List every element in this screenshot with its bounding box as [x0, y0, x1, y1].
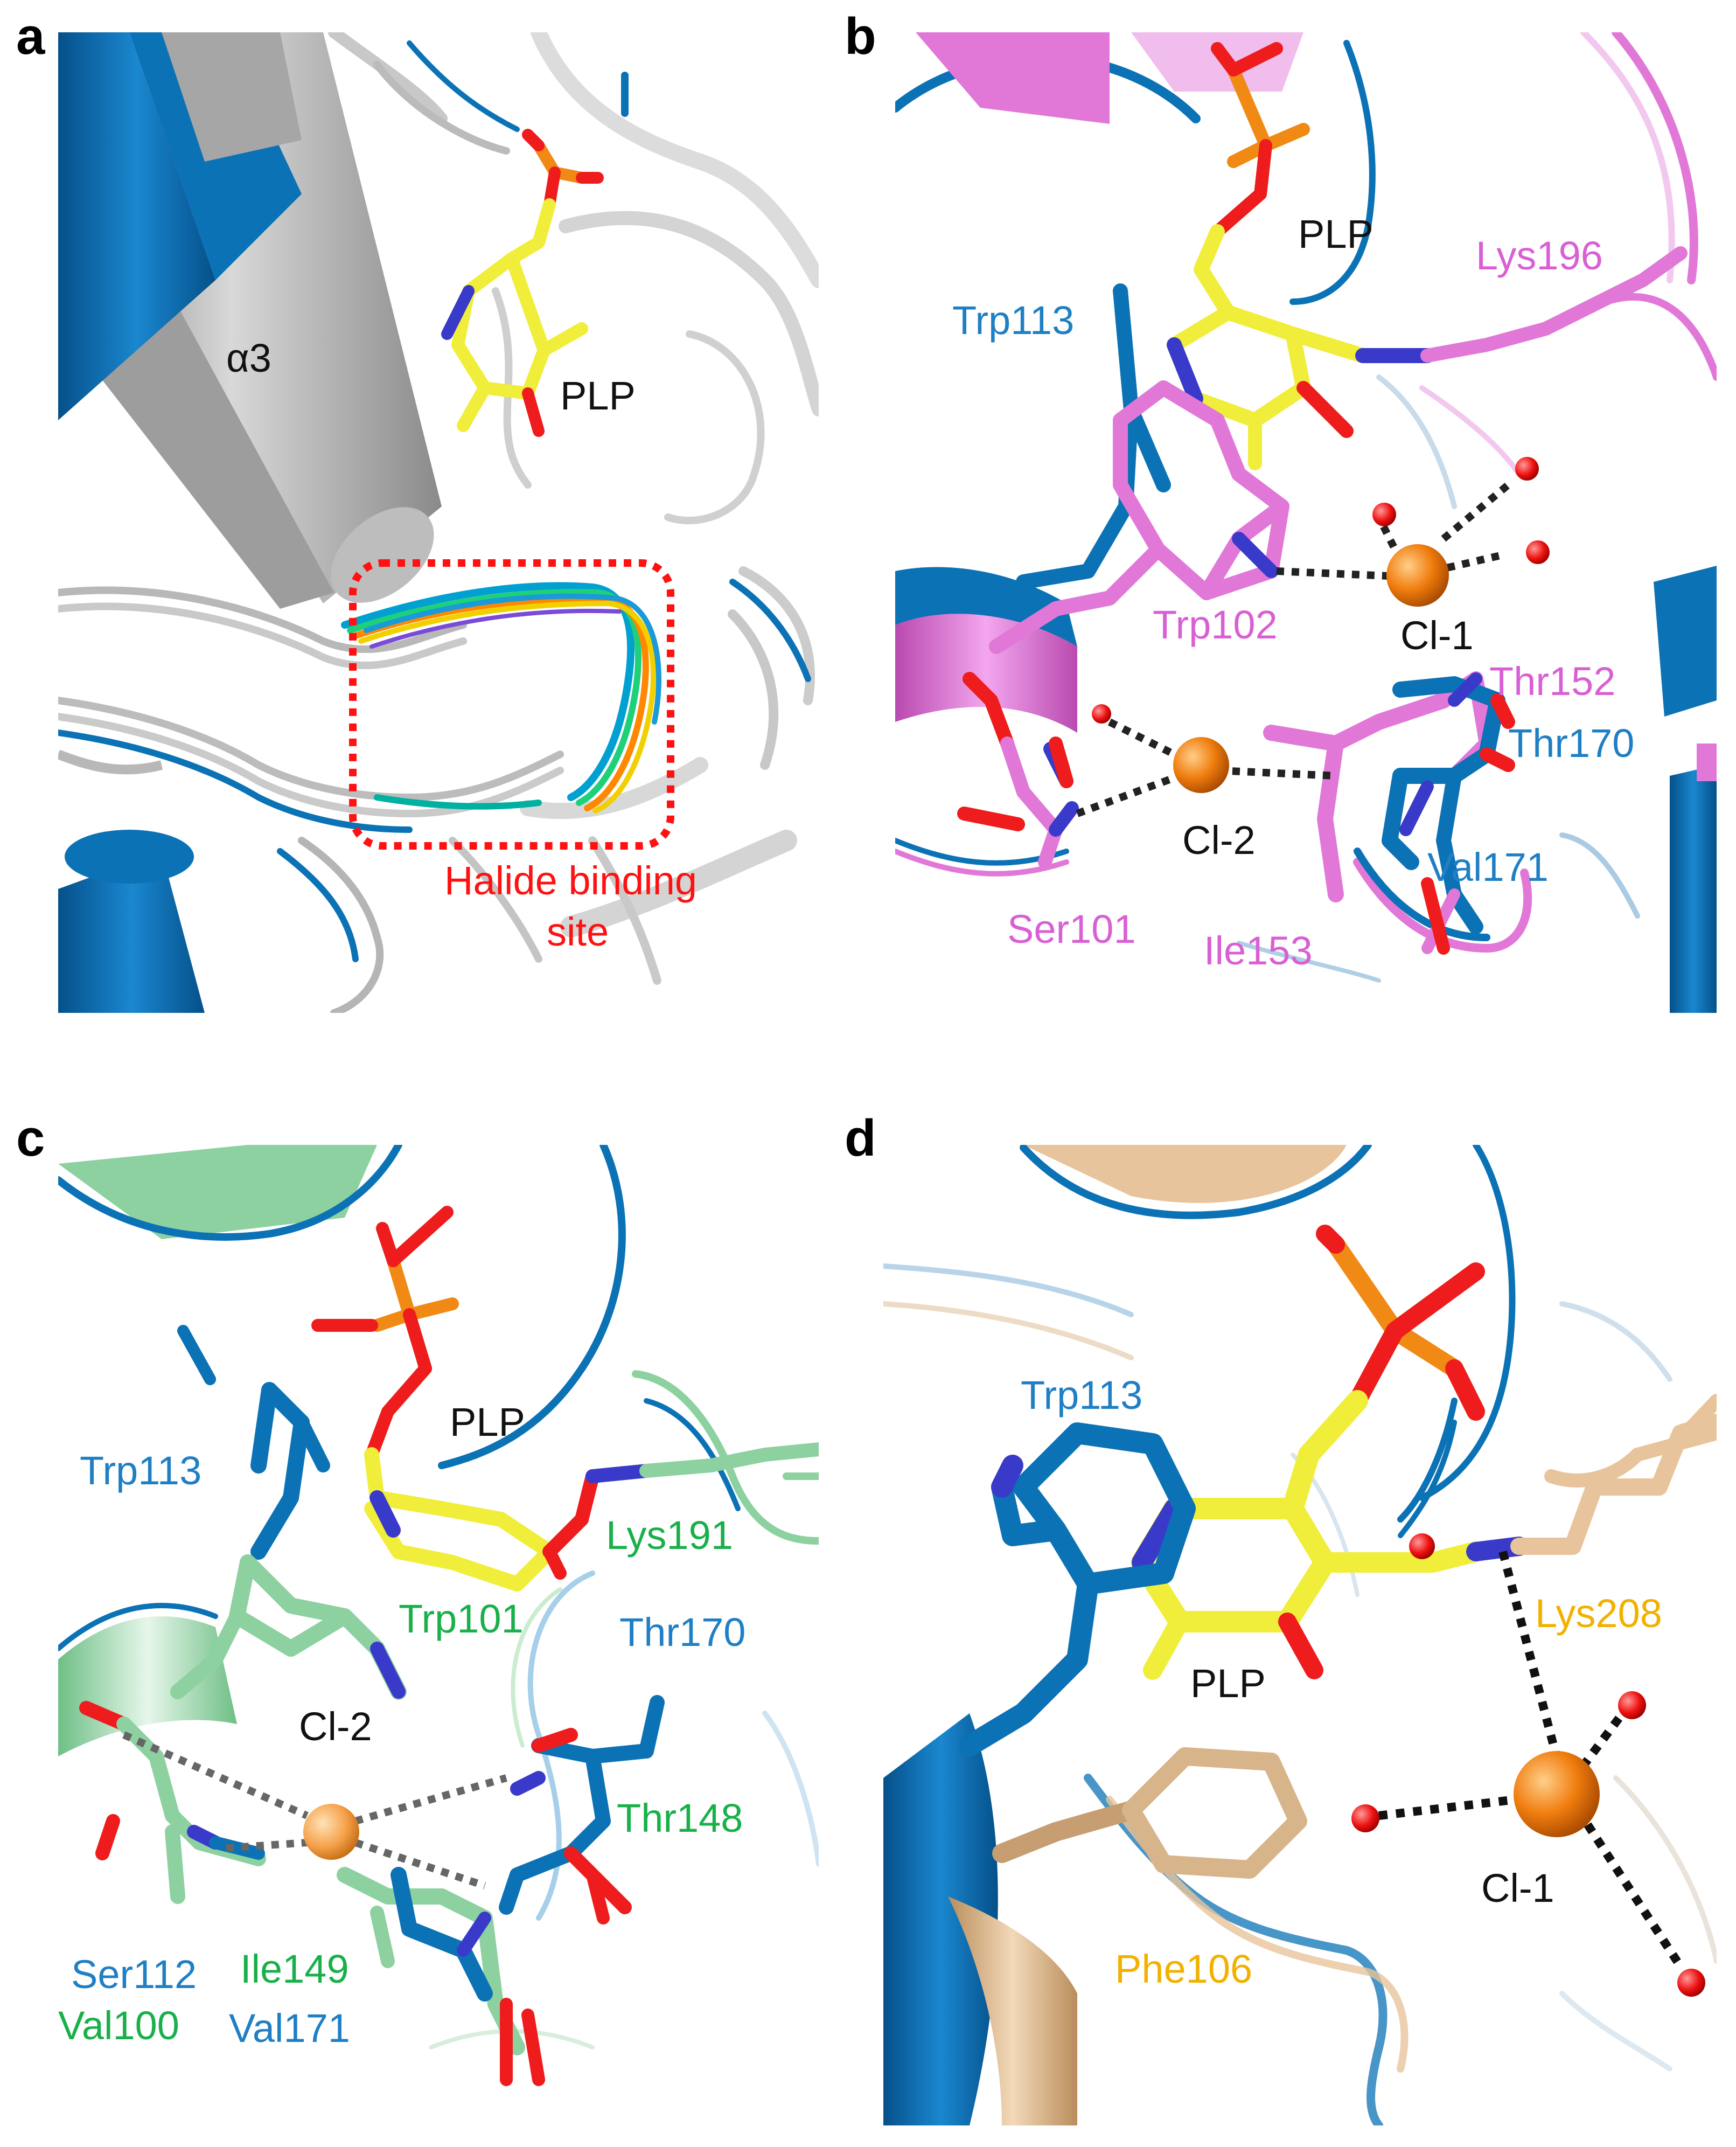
- panel-a-plp-label: PLP: [560, 373, 636, 418]
- panel-c-plp: [311, 1206, 653, 1592]
- panel-c: [58, 1145, 819, 2125]
- panel-b-hbonds: [1076, 482, 1511, 817]
- panel-b-trp102-label: Trp102: [1153, 602, 1278, 647]
- panel-d-lys208-label: Lys208: [1535, 1591, 1662, 1636]
- panel-a-label: a: [16, 8, 45, 65]
- panel-d-trp113-stick: [959, 1422, 1196, 1756]
- panel-d-water-1: [1409, 1533, 1435, 1559]
- panel-d-water-2: [1351, 1804, 1379, 1832]
- panel-a-helix-lower: [58, 749, 205, 1013]
- panel-b-ile153-label: Ile153: [1204, 928, 1313, 973]
- panel-c-label: c: [16, 1109, 45, 1167]
- panel-c-plp-label: PLP: [450, 1400, 525, 1444]
- panel-d-cl1-sphere: [1514, 1751, 1600, 1837]
- panel-b-cl1-sphere: [1386, 544, 1449, 607]
- panel-a-loop-bundle: [58, 579, 811, 1013]
- panel-d-lys208-stick: [1510, 1414, 1717, 1555]
- panel-c-hbonds: [122, 1731, 507, 1889]
- panel-a-upper-strands: [328, 32, 629, 155]
- panel-d-phe106-stick: [992, 1747, 1307, 1879]
- panel-d-cl1-label: Cl-1: [1481, 1866, 1554, 1910]
- panel-b-cl2-sphere: [1173, 737, 1229, 793]
- panel-d-label: d: [845, 1109, 876, 1167]
- panel-b-label: b: [845, 8, 876, 65]
- panel-b-plp: [1167, 42, 1435, 470]
- panel-c-trp101-label: Trp101: [399, 1596, 524, 1641]
- panel-b-cl2-label: Cl-2: [1182, 818, 1256, 863]
- panel-b-ribbons: [895, 32, 1717, 1013]
- panel-c-val100-label: Val100: [58, 2003, 179, 2048]
- panel-b-water-2: [1515, 457, 1539, 481]
- panel-c-trp-sticks: [170, 1325, 407, 1700]
- panel-a-helix-alpha3: [58, 32, 442, 609]
- panel-b-water-1: [1372, 503, 1396, 526]
- panel-d: [883, 1145, 1717, 2125]
- panel-b-plp-label: PLP: [1298, 212, 1374, 256]
- panel-b-trp113-label: Trp113: [952, 298, 1074, 343]
- panel-a-helix-label: α3: [226, 336, 271, 380]
- panel-c-ser112-label: Ser112: [71, 1952, 197, 1997]
- panel-c-val171-label: Val171: [229, 2006, 350, 2051]
- panel-b-cl1-label: Cl-1: [1400, 613, 1474, 658]
- panel-b-val171-label: Val171: [1427, 845, 1549, 890]
- panel-c-thr170-label: Thr170: [619, 1610, 745, 1655]
- panel-a: [58, 32, 819, 1013]
- panel-a-site-label-line1: Halide binding: [444, 858, 697, 903]
- panel-c-trp113-label: Trp113: [80, 1448, 201, 1493]
- panel-a-plp-ligand: [441, 129, 604, 437]
- panel-b-ser101-label: Ser101: [1007, 907, 1136, 951]
- panel-a-background-ribbons: [492, 32, 819, 937]
- panel-b: [895, 32, 1717, 1013]
- panel-b-thr152-label: Thr152: [1489, 659, 1615, 704]
- panel-b-lys196-stick: [1420, 246, 1688, 363]
- panel-c-lys191-label: Lys191: [606, 1513, 733, 1558]
- panel-d-water-3: [1618, 1691, 1646, 1719]
- panel-c-thr148-label: Thr148: [617, 1796, 743, 1840]
- panel-a-site-label-line2: site: [547, 909, 609, 954]
- panel-c-ile149-label: Ile149: [240, 1947, 349, 1991]
- panel-c-cl2-sphere: [303, 1804, 359, 1860]
- panel-d-plp-label: PLP: [1190, 1661, 1266, 1706]
- panel-c-thr-val-sticks: [337, 1695, 665, 2086]
- panel-d-trp113-label: Trp113: [1021, 1373, 1142, 1418]
- panel-a-halide-loop: [341, 582, 661, 814]
- panel-b-water-4: [1092, 704, 1111, 724]
- panel-b-thr170-label: Thr170: [1508, 721, 1634, 766]
- panel-b-ser101-stick: [957, 672, 1079, 869]
- panel-b-lys196-label: Lys196: [1476, 233, 1603, 278]
- panel-c-ser-val-sticks: [79, 1701, 266, 1904]
- panel-c-cl2-label: Cl-2: [299, 1704, 372, 1749]
- panel-b-thr-val-sticks: [1263, 671, 1515, 955]
- panel-d-water-4: [1677, 1969, 1705, 1997]
- panel-d-phe106-label: Phe106: [1115, 1947, 1252, 1991]
- panel-b-water-3: [1526, 540, 1550, 564]
- panel-c-lys191-stick: [639, 1442, 819, 1478]
- panel-b-trp-sticks: [989, 283, 1289, 654]
